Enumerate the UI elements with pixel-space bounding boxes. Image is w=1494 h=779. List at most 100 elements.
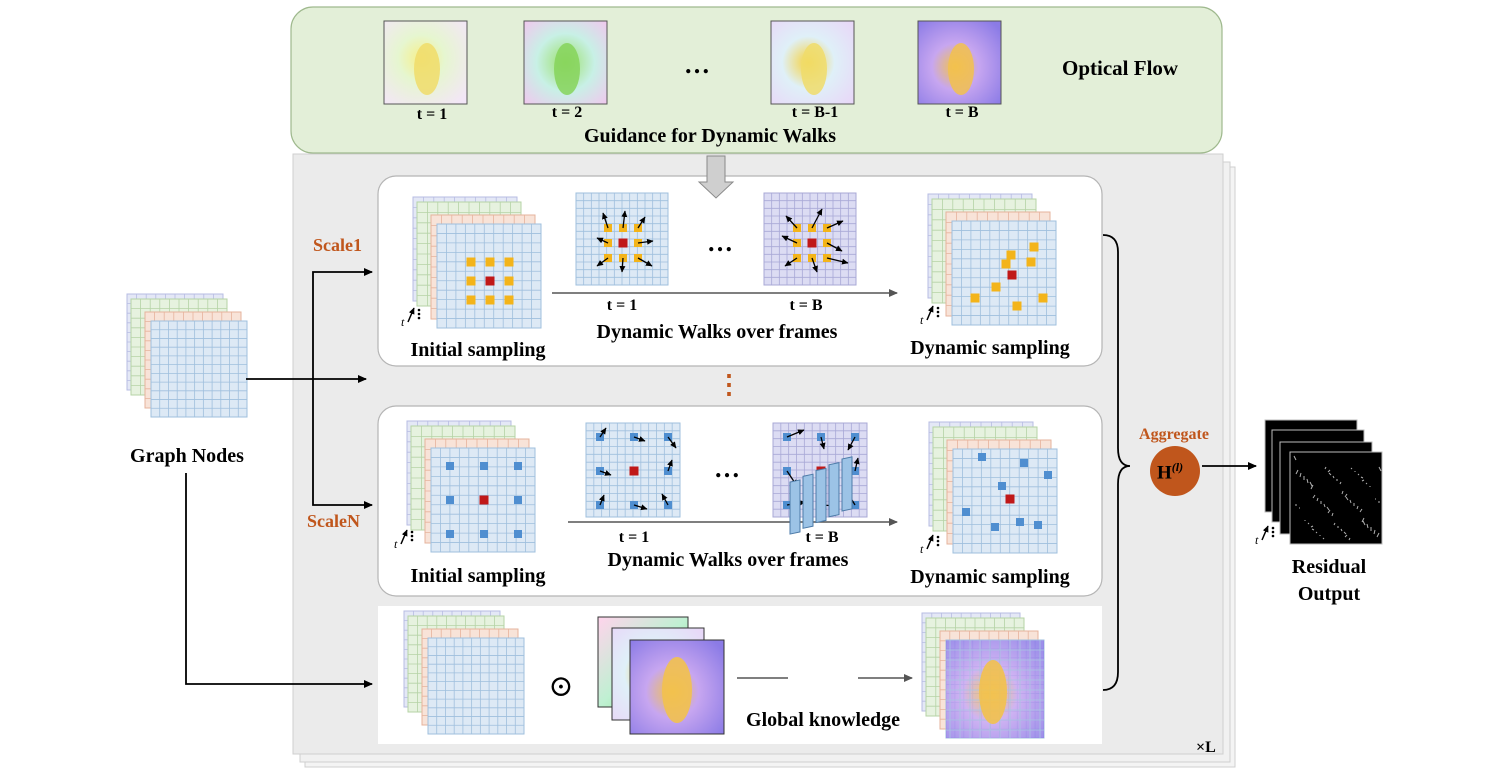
t-axis-nb-dot xyxy=(936,543,940,547)
dyn-sample-n-0 xyxy=(978,453,986,461)
aggregate-symbol: H(l) xyxy=(1157,461,1183,482)
walk-1-tB-arrow-5 xyxy=(784,257,798,267)
hadamard-symbol: ⊙ xyxy=(548,670,574,703)
walk-tB-label-n: t = B xyxy=(805,529,839,546)
network-block-0 xyxy=(789,479,801,535)
init-sample-1-4 xyxy=(504,276,514,286)
scale1-panel xyxy=(377,175,1103,367)
walk-1-t1-arrow-4 xyxy=(637,238,654,245)
walk-1-tB-arrow-2 xyxy=(826,220,844,229)
init-sample-1-3 xyxy=(466,276,476,286)
walk-n-tB-arrow-2 xyxy=(847,436,856,451)
init-sample-1-1 xyxy=(485,257,495,267)
init-sample-1-6 xyxy=(485,295,495,305)
walk-n-t1-arrow-1 xyxy=(633,436,646,442)
t-axis-out-dot xyxy=(1271,530,1275,534)
walk-1-tB-arrow-0 xyxy=(785,215,798,229)
walk-n-tB-arrow-1 xyxy=(819,436,826,450)
graph-nodes-stack-layer-blue-bg xyxy=(150,320,248,418)
walk-ellipsis-n: … xyxy=(714,454,742,483)
dyn-sample-1-4 xyxy=(991,282,1001,292)
t-axis-1-dot xyxy=(417,308,421,312)
aggregate-label: Aggregate xyxy=(1139,426,1209,443)
dynamic-walks-label-n: Dynamic Walks over frames xyxy=(607,549,849,571)
aggregate-superscript: (l) xyxy=(1171,460,1184,474)
scaleN-label: ScaleN xyxy=(307,511,360,531)
network-block-1 xyxy=(802,473,814,529)
walk-1-t1-arrow-1 xyxy=(621,210,628,229)
t-axis-n-arrow xyxy=(400,529,408,545)
graph-nodes-stack-layer-blue xyxy=(150,320,248,418)
dyn-center-1 xyxy=(1007,270,1017,280)
dyn-stack-1-layer-blue xyxy=(951,220,1057,326)
t-axis-n-dot xyxy=(410,530,414,534)
t-axis-1-arrow xyxy=(407,307,415,323)
flow-frame-figure-3 xyxy=(801,43,827,95)
t-axis-n-label: t xyxy=(394,537,398,551)
global-node-stack xyxy=(403,610,525,735)
init-sample-n-4 xyxy=(514,496,522,504)
t-axis-1b-arrow xyxy=(926,305,934,321)
global-node-stack-layer-blue-bg xyxy=(427,637,525,735)
arrow-to-scaleN xyxy=(312,379,373,509)
dyn-sample-n-6 xyxy=(1034,521,1042,529)
walk-tB-label-1: t = B xyxy=(789,297,823,314)
t-axis-1b-label: t xyxy=(920,313,924,327)
flow-frame-figure-4 xyxy=(948,43,974,95)
walk-1-tB-arrow-3 xyxy=(781,235,798,244)
init-center-n xyxy=(479,495,489,505)
dyn-center-n xyxy=(1005,494,1015,504)
walk-ellipsis-1: … xyxy=(707,228,735,257)
dyn-sample-1-3 xyxy=(1026,257,1036,267)
walk-n-t1-arrow-5 xyxy=(598,494,605,506)
walk-1-tB-arrow-7 xyxy=(826,257,849,265)
init-sample-1-5 xyxy=(466,295,476,305)
flow-ellipsis: … xyxy=(684,50,712,79)
flow-stack-figure xyxy=(662,657,692,723)
scaleN-panel xyxy=(377,405,1103,597)
global-out-figure xyxy=(979,660,1007,724)
t-axis-1-dot xyxy=(417,316,421,320)
dyn-sample-n-3 xyxy=(998,482,1006,490)
aggregate-h: H xyxy=(1157,462,1172,484)
dyn-stack-1-layer-blue-lines xyxy=(952,221,1056,325)
graph-nodes-stack xyxy=(126,293,248,418)
t-axis-nb: t xyxy=(920,534,940,556)
arrow-to-scale1 xyxy=(312,268,373,379)
init-stack-1 xyxy=(412,196,542,329)
initial-sampling-label-1: Initial sampling xyxy=(410,339,546,361)
walk-1-t1-arrow-7 xyxy=(637,257,653,267)
walk-1-tB-arrow-6 xyxy=(811,257,818,273)
dyn-stack-n-layer-blue-bg xyxy=(952,448,1058,554)
flow-label-t2: t = 2 xyxy=(551,104,583,121)
walk-n-t1-arrow-6 xyxy=(633,504,648,511)
dynamic-sampling-label-1: Dynamic sampling xyxy=(910,337,1070,359)
walk-n-t1-arrow-3 xyxy=(599,470,612,476)
t-axis-n-dot xyxy=(410,538,414,542)
dynamic-sampling-label-n: Dynamic sampling xyxy=(910,566,1070,588)
init-stack-1-layer-blue xyxy=(436,223,542,329)
flow-label-tB: t = B xyxy=(945,104,979,121)
walk-n-t1-arrow-0 xyxy=(599,427,607,438)
flow-frame-figure-2 xyxy=(554,43,580,95)
t-axis-nb-label: t xyxy=(920,542,924,556)
dyn-sample-n-7 xyxy=(991,523,999,531)
walk-t1-label-1: t = 1 xyxy=(606,297,638,314)
init-sample-1-0 xyxy=(466,257,476,267)
init-sample-n-2 xyxy=(514,462,522,470)
t-axis-out: t xyxy=(1255,525,1275,547)
dyn-sample-1-7 xyxy=(1012,301,1022,311)
dynamic-walks-label-1: Dynamic Walks over frames xyxy=(596,321,838,343)
init-stack-1-layer-blue-bg xyxy=(436,223,542,329)
walk-1-tB-center xyxy=(807,238,817,248)
walk-n-tB-arrow-4 xyxy=(853,457,860,472)
init-sample-n-1 xyxy=(480,462,488,470)
init-sample-n-3 xyxy=(446,496,454,504)
dyn-sample-1-6 xyxy=(970,293,980,303)
vertical-ellipsis: ⋮ xyxy=(716,370,742,399)
dyn-sample-n-1 xyxy=(1020,459,1028,467)
t-axis-1b: t xyxy=(920,305,940,327)
flow-label-tB-1: t = B-1 xyxy=(791,104,839,121)
walk-n-t1-arrow-4 xyxy=(667,459,673,472)
walk-t1-label-n: t = 1 xyxy=(618,529,650,546)
